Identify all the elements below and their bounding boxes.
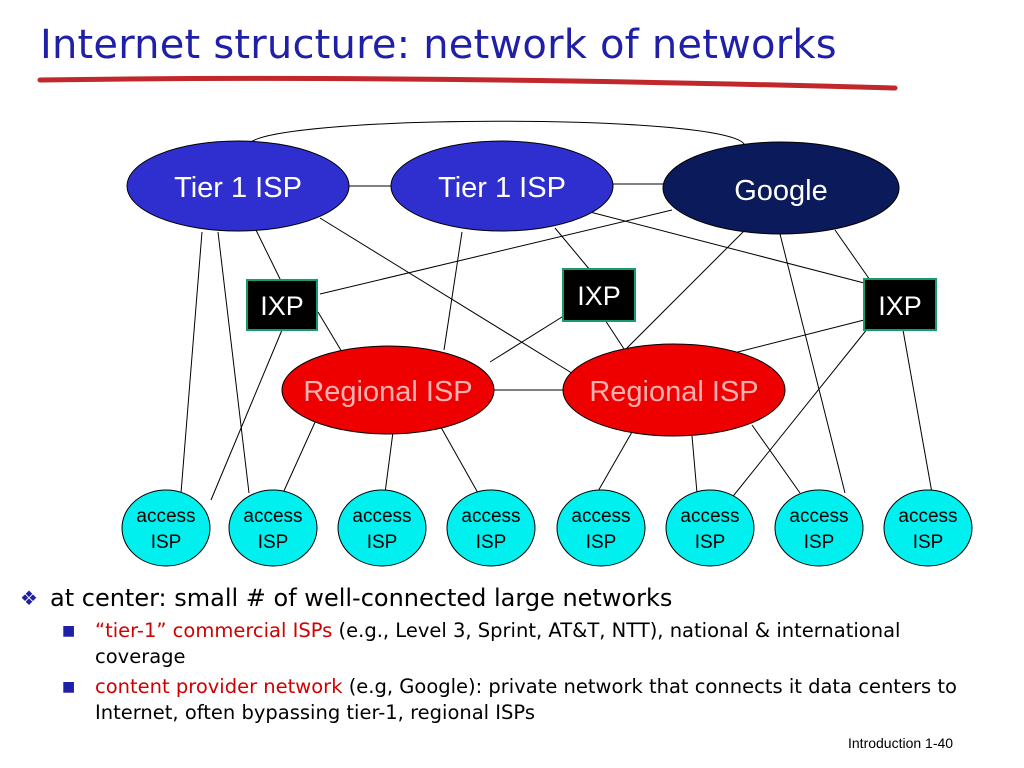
access-isp-label-line1: access — [136, 506, 195, 527]
content-provider-description-text: (e.g, Google): private network that conn… — [95, 675, 957, 724]
tier1-description-text: (e.g., Level 3, Sprint, AT&T, NTT), nati… — [95, 619, 901, 668]
access-isp-label-line2: ISP — [695, 532, 726, 553]
access-isp-node: access ISP — [446, 489, 536, 567]
link — [902, 329, 933, 494]
access-isp-label-line1: access — [680, 506, 739, 527]
link — [729, 327, 869, 501]
link — [624, 224, 751, 351]
link — [779, 233, 846, 494]
access-isp-node: access ISP — [665, 489, 755, 567]
link — [717, 317, 873, 358]
bullet-main: ❖ at center: small # of well-connected l… — [20, 582, 980, 614]
link — [691, 435, 698, 494]
access-isp-label-line2: ISP — [913, 532, 944, 553]
tier1-isp-label: Tier 1 ISP — [438, 172, 566, 204]
google-node: Google — [662, 141, 900, 235]
link — [834, 229, 871, 281]
content-provider-highlight-text: content provider network — [95, 675, 343, 698]
access-isp-label-line1: access — [243, 506, 302, 527]
square-bullet-icon: ■ — [62, 623, 76, 639]
access-isp-label-line2: ISP — [586, 532, 617, 553]
link — [254, 227, 283, 284]
access-isp-node: access ISP — [337, 489, 427, 567]
regional-isp-label: Regional ISP — [303, 376, 472, 408]
ixp-node: IXP — [246, 279, 318, 331]
ixp-node: IXP — [863, 278, 937, 331]
link — [217, 231, 250, 494]
access-isp-label-line1: access — [352, 506, 411, 527]
access-isp-node: access ISP — [883, 489, 973, 567]
ixp-label: IXP — [260, 291, 304, 321]
tier1-isp-label: Tier 1 ISP — [174, 172, 302, 204]
access-isp-label-line2: ISP — [804, 532, 835, 553]
diamond-bullet-icon: ❖ — [20, 586, 38, 610]
access-isp-node: access ISP — [556, 489, 646, 567]
access-isp-label-line1: access — [571, 506, 630, 527]
access-isp-label-line2: ISP — [476, 532, 507, 553]
tier1-isp-node: Tier 1 ISP — [126, 140, 350, 232]
link — [596, 431, 633, 494]
link — [443, 231, 463, 351]
link — [489, 311, 571, 363]
tier1-isp-node: Tier 1 ISP — [390, 140, 614, 232]
bullet-main-text: at center: small # of well-connected lar… — [50, 584, 673, 612]
square-bullet-icon: ■ — [62, 679, 76, 695]
tier1-highlight-text: “tier-1” commercial ISPs — [95, 619, 333, 642]
access-isp-label-line1: access — [461, 506, 520, 527]
link — [319, 217, 576, 376]
link — [384, 431, 394, 494]
link — [180, 231, 203, 494]
access-isp-label-line2: ISP — [367, 532, 398, 553]
ixp-label: IXP — [577, 281, 621, 311]
access-isp-label-line1: access — [789, 506, 848, 527]
link — [282, 419, 317, 494]
title-underline — [37, 75, 898, 91]
link — [437, 421, 479, 494]
link-arc-tier1-google — [247, 120, 746, 147]
regional-isp-node: Regional ISP — [562, 343, 786, 437]
slide-footer: Introduction 1-40 — [848, 735, 954, 751]
ixp-label: IXP — [878, 291, 922, 321]
link — [589, 211, 869, 285]
access-isp-label-line1: access — [898, 506, 957, 527]
access-isp-label-line2: ISP — [258, 532, 289, 553]
link — [554, 227, 591, 271]
link — [751, 424, 801, 494]
link — [210, 329, 283, 501]
ixp-node: IXP — [562, 268, 636, 322]
access-isp-node: access ISP — [774, 489, 864, 567]
bullet-list: ❖ at center: small # of well-connected l… — [20, 582, 980, 726]
bullet-sub-tier1: ■ “tier-1” commercial ISPs (e.g., Level … — [20, 618, 980, 670]
regional-isp-label: Regional ISP — [589, 376, 758, 408]
access-isp-label-line2: ISP — [151, 532, 182, 553]
slide-title: Internet structure: network of networks — [40, 22, 837, 68]
access-isp-node: access ISP — [121, 489, 211, 567]
link — [319, 209, 673, 295]
google-label: Google — [734, 175, 828, 207]
access-isp-node: access ISP — [228, 489, 318, 567]
bullet-sub-content-provider: ■ content provider network (e.g, Google)… — [20, 674, 980, 726]
regional-isp-node: Regional ISP — [281, 345, 495, 435]
